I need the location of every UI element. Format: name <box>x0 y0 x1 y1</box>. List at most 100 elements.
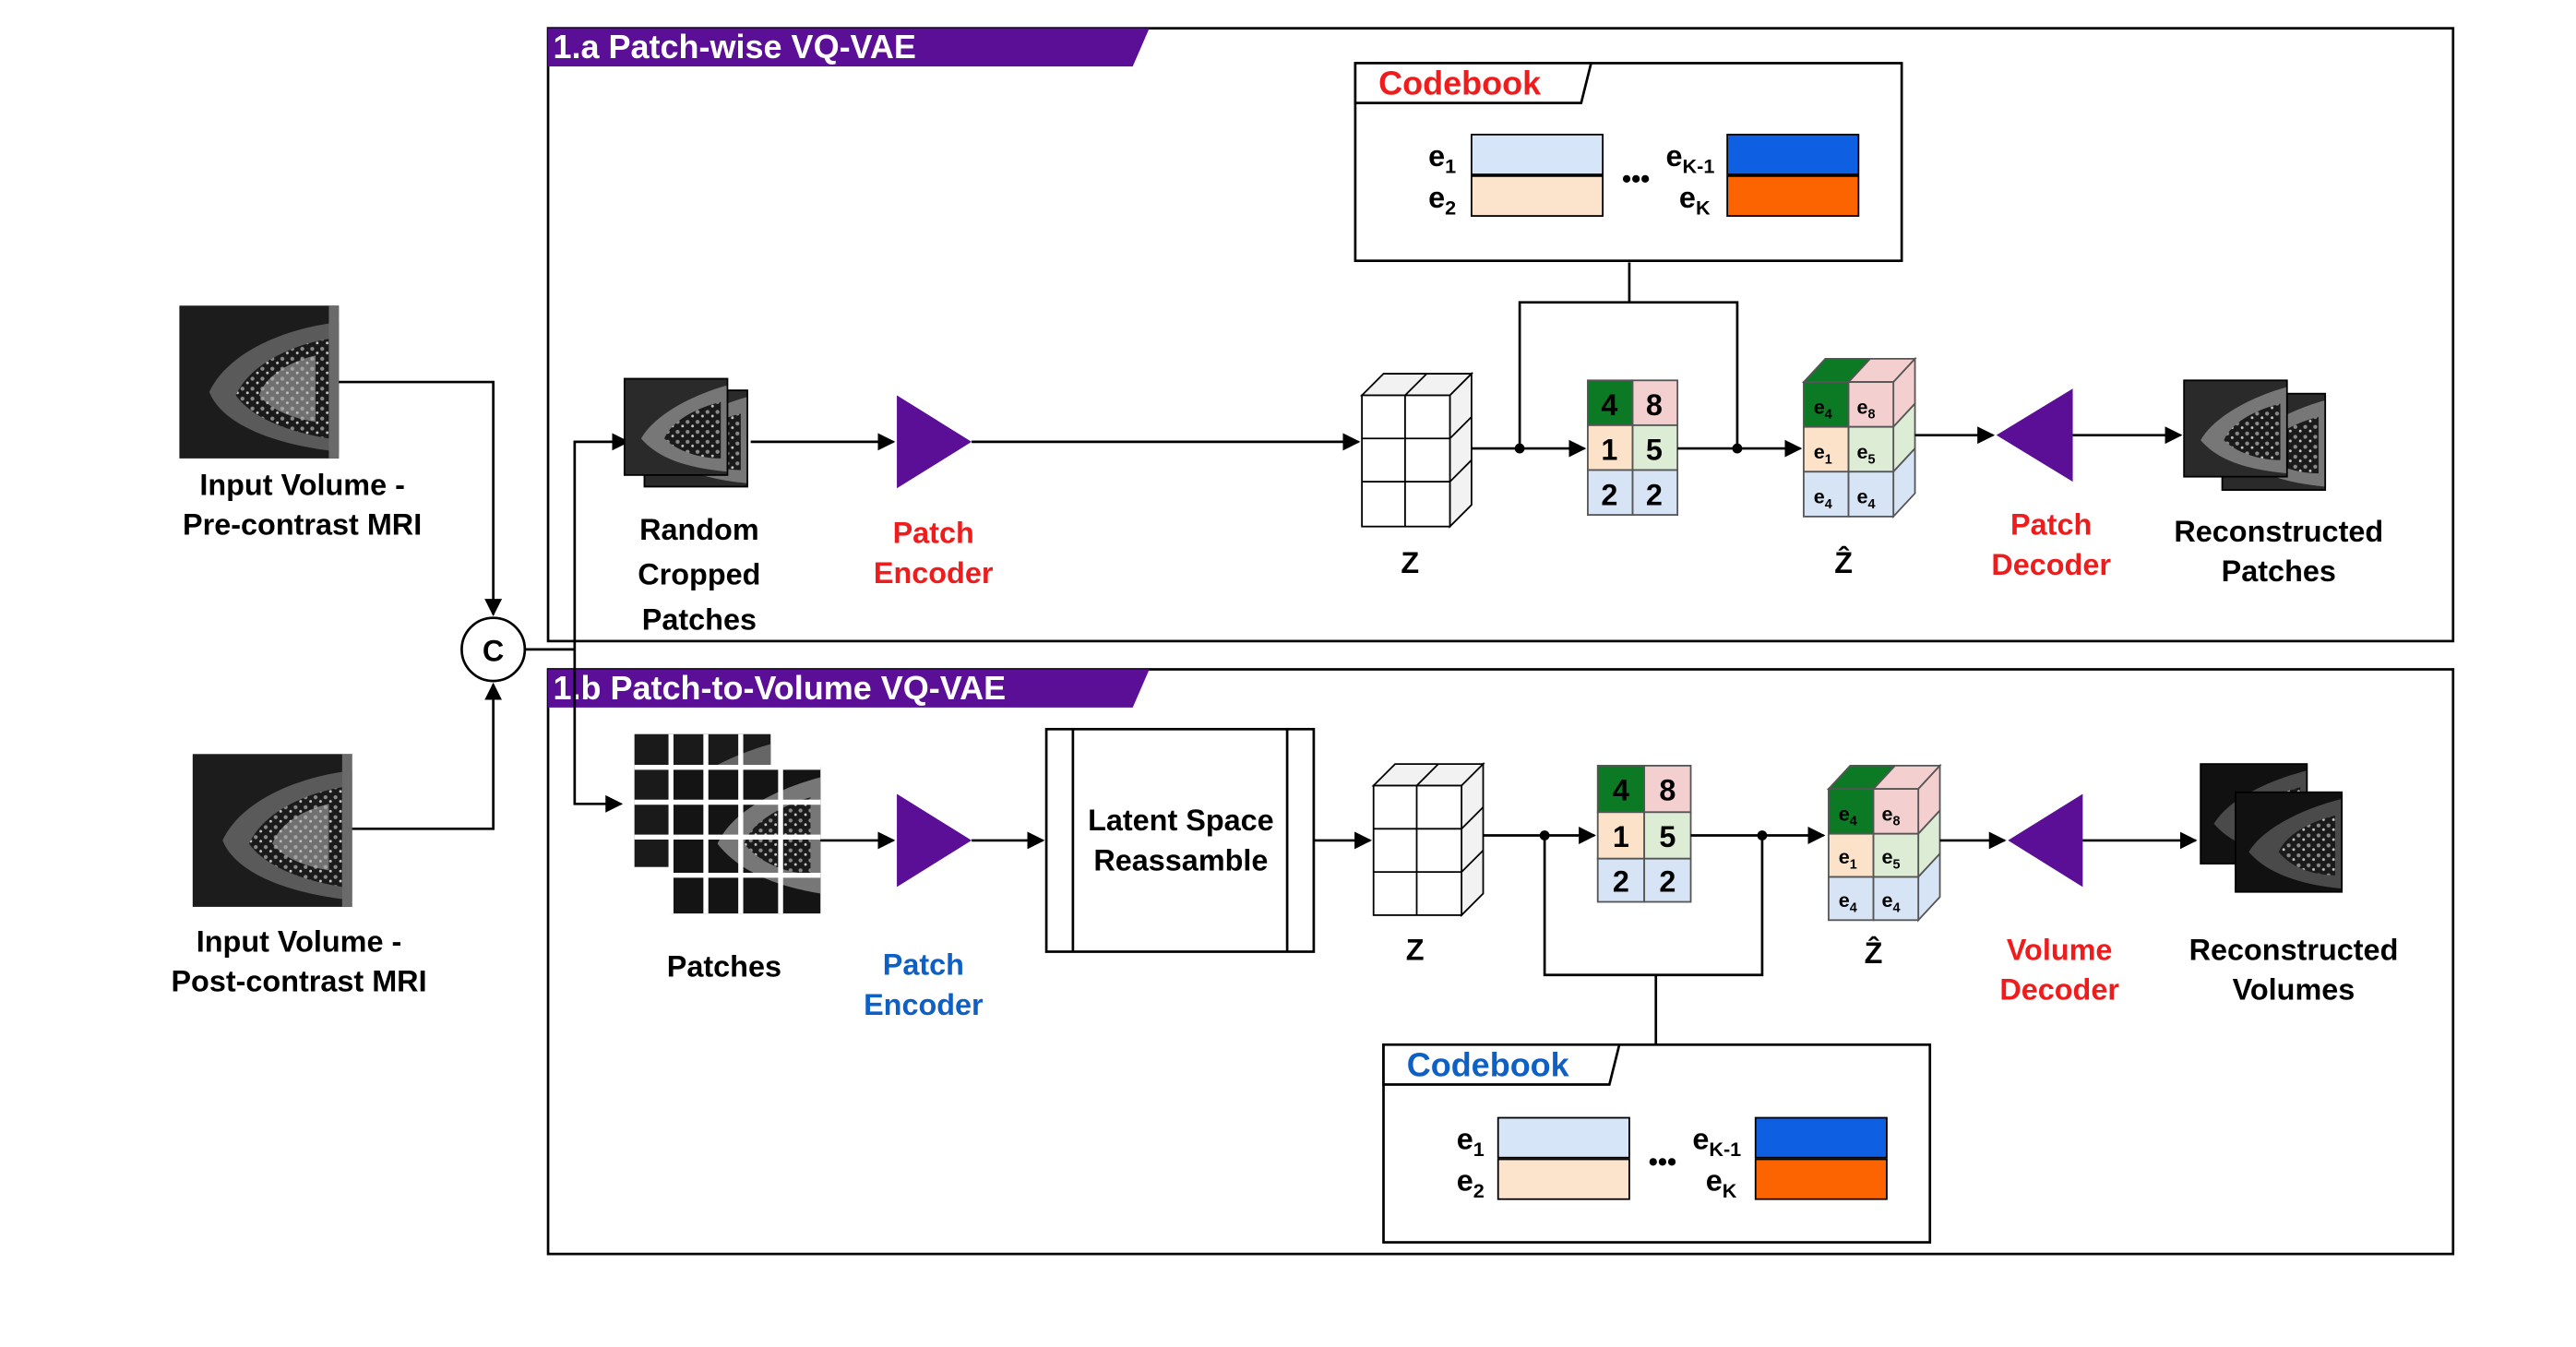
b-patches-label: Patches <box>667 950 781 983</box>
a-index-cell: 2 <box>1646 478 1663 511</box>
random-cropped-label-line1: Random <box>639 513 759 546</box>
b-junction-dot-2 <box>1757 830 1768 840</box>
a-zhat-cell: e4 <box>1814 395 1832 422</box>
b-codebook-entry-ek <box>1754 1158 1888 1200</box>
a-codebook-e2-label: e2 <box>1428 181 1456 219</box>
a-codebook-title: Codebook <box>1378 65 1542 102</box>
b-zhat-labels: e4 e8 e1 e5 e4 e4 <box>1839 802 1901 915</box>
post-contrast-label-line1: Input Volume - <box>197 925 402 959</box>
a-patch-decoder-triangle <box>1996 388 2073 483</box>
a-patch-decoder-label-line1: Patch <box>2010 508 2092 542</box>
b-codebook-entry-e2 <box>1497 1158 1630 1200</box>
b-zhat-cell: e8 <box>1882 802 1901 828</box>
section-a-title: 1.a Patch-wise VQ-VAE <box>553 28 915 66</box>
b-latent-z-cube <box>1371 761 1485 918</box>
section-a-frame <box>546 27 2455 643</box>
b-codebook-e1-label: e1 <box>1457 1123 1485 1161</box>
b-zhat-cell: e5 <box>1882 845 1901 872</box>
a-zhat-label: Ẑ <box>1834 545 1853 579</box>
a-quantized-zhat-cube <box>1801 356 1917 519</box>
a-latent-z-cube <box>1359 371 1474 529</box>
b-index-grid <box>1596 765 1692 903</box>
a-codebook-entry-ek1 <box>1726 133 1860 175</box>
b-patch-encoder-triangle <box>897 793 972 888</box>
b-codebook-lookup-line <box>1543 835 1764 977</box>
pre-contrast-label-line1: Input Volume - <box>199 468 405 501</box>
post-contrast-mri-image <box>192 754 352 907</box>
b-codebook-title-tab <box>1382 1043 1621 1086</box>
b-patch-encoder-label-line2: Encoder <box>864 988 984 1021</box>
a-codebook-ek1-label: eK-1 <box>1666 139 1715 177</box>
a-codebook-title-tab <box>1354 62 1593 105</box>
random-cropped-label-line3: Patches <box>642 602 757 636</box>
b-index-cell: 2 <box>1613 865 1629 899</box>
a-patch-encoder-triangle <box>897 395 972 489</box>
a-zhat-labels: e4 e8 e1 e5 e4 e4 <box>1814 395 1876 512</box>
b-codebook-e2-label: e2 <box>1457 1164 1485 1202</box>
b-codebook-entry-e1 <box>1497 1116 1630 1159</box>
a-codebook-ellipsis: ••• <box>1622 164 1650 194</box>
b-codebook-entry-ek1 <box>1754 1116 1888 1159</box>
section-b-title-bar <box>548 669 1150 708</box>
reconstructed-volumes-image <box>2200 763 2343 893</box>
a-codebook-entry-e2 <box>1471 174 1604 217</box>
b-codebook-title: Codebook <box>1407 1046 1570 1084</box>
concat-output-connectors <box>524 433 630 813</box>
reassemble-label-line2: Reassamble <box>1093 843 1268 876</box>
a-zhat-cell: e4 <box>1814 484 1832 511</box>
a-zhat-cell: e1 <box>1814 440 1832 467</box>
b-index-cell: 5 <box>1659 820 1676 853</box>
post-contrast-label-line2: Post-contrast MRI <box>171 965 426 998</box>
b-index-cell: 4 <box>1613 774 1629 807</box>
b-quantized-zhat-cube <box>1826 763 1942 923</box>
b-volume-decoder-label-line1: Volume <box>2007 934 2113 967</box>
a-index-cell: 8 <box>1646 388 1663 422</box>
b-index-cell: 1 <box>1613 820 1629 853</box>
reconstructed-volumes-label-line2: Volumes <box>2233 973 2355 1007</box>
a-z-label: Z <box>1401 546 1419 579</box>
concat-symbol: C <box>483 634 504 667</box>
reconstructed-patches-label-line1: Reconstructed <box>2174 515 2383 548</box>
pre-contrast-label-line2: Pre-contrast MRI <box>183 508 422 542</box>
b-zhat-cell: e4 <box>1839 802 1857 828</box>
b-zhat-cell: e4 <box>1839 888 1857 915</box>
reconstructed-volumes-label-line1: Reconstructed <box>2189 934 2399 967</box>
a-index-cell: 5 <box>1646 434 1663 467</box>
a-codebook-entry-e1 <box>1471 133 1604 175</box>
reconstructed-patches-image <box>2183 379 2327 491</box>
b-volume-decoder-triangle <box>2008 793 2083 888</box>
section-a-title-bar <box>548 28 1150 67</box>
b-index-cell: 2 <box>1659 865 1676 899</box>
random-cropped-patches-image <box>623 377 748 488</box>
a-junction-dot-2 <box>1732 443 1743 454</box>
a-patch-decoder-label-line2: Decoder <box>1991 548 2111 581</box>
a-zhat-cell: e5 <box>1857 440 1876 467</box>
b-patch-encoder-label-line1: Patch <box>883 948 964 982</box>
a-codebook-ek-label: eK <box>1679 181 1711 219</box>
a-index-cell: 4 <box>1601 388 1617 422</box>
b-zhat-label: Ẑ <box>1865 936 1883 970</box>
reassemble-label-line1: Latent Space <box>1088 804 1274 837</box>
b-index-cell: 8 <box>1659 774 1676 807</box>
a-codebook-entry-ek <box>1726 174 1860 217</box>
b-zhat-cell: e1 <box>1839 845 1857 872</box>
reconstructed-patches-label-line2: Patches <box>2222 554 2336 588</box>
b-z-label: Z <box>1406 934 1425 967</box>
a-index-grid <box>1587 379 1679 516</box>
a-zhat-cell: e8 <box>1857 395 1876 422</box>
patches-grid-image <box>634 733 821 914</box>
latent-space-reassemble-box <box>1044 727 1316 953</box>
b-codebook-ek-label: eK <box>1706 1164 1737 1202</box>
a-patch-encoder-label-line1: Patch <box>893 517 974 550</box>
random-cropped-label-line2: Cropped <box>638 558 760 591</box>
a-index-cell: 2 <box>1601 478 1617 511</box>
a-index-cell: 1 <box>1601 434 1617 467</box>
b-volume-decoder-label-line2: Decoder <box>1999 973 2119 1007</box>
section-b-title: 1.b Patch-to-Volume VQ-VAE <box>553 669 1006 707</box>
b-codebook-ellipsis: ••• <box>1649 1148 1676 1177</box>
pre-contrast-mri-image <box>179 305 340 459</box>
input-connectors <box>339 380 503 830</box>
a-patch-encoder-label-line2: Encoder <box>874 556 994 590</box>
